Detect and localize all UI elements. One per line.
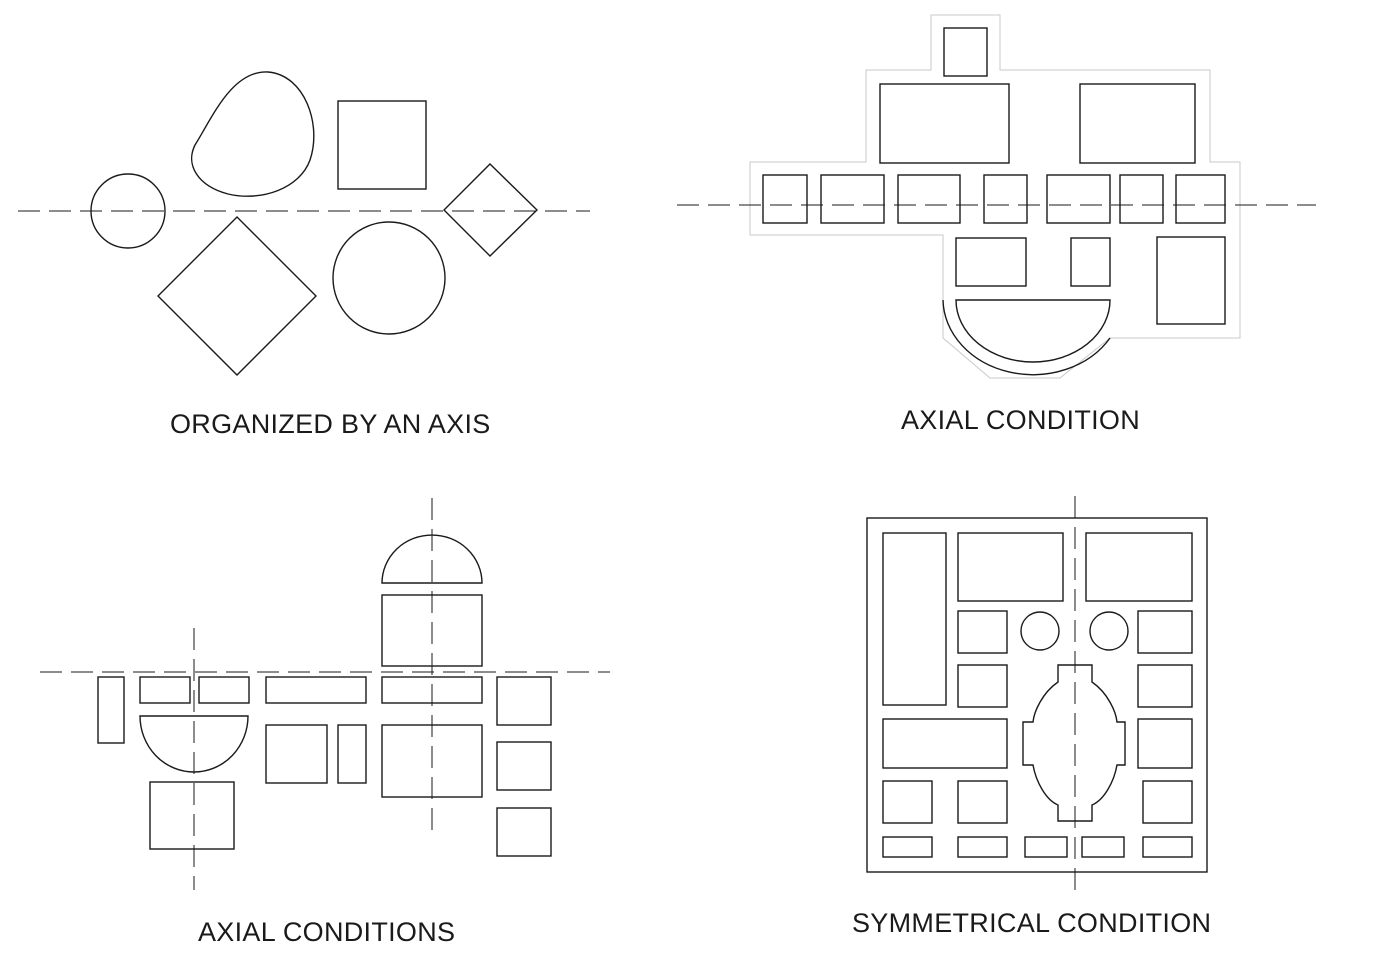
side-room <box>496 807 552 857</box>
caption-axial-conditions: AXIAL CONDITIONS <box>198 917 456 947</box>
bottom-strip-room <box>1081 836 1125 858</box>
upper-room <box>1085 532 1193 602</box>
panel-organized-by-axis <box>18 71 590 376</box>
small-circle <box>90 173 166 249</box>
room <box>265 724 328 784</box>
round-room <box>1020 611 1060 651</box>
square <box>337 100 427 190</box>
upper-room <box>957 532 1064 602</box>
caption-organized-by-axis: ORGANIZED BY AN AXIS <box>170 409 491 439</box>
bottom-strip-room <box>957 836 1008 858</box>
tower-room <box>381 594 483 667</box>
side-room <box>496 676 552 726</box>
room <box>1142 780 1193 824</box>
room <box>337 724 367 784</box>
caption-axial-condition: AXIAL CONDITION <box>901 405 1141 435</box>
axis-room <box>1046 174 1111 224</box>
outer-boundary <box>866 517 1208 873</box>
bottom-strip-room <box>882 836 933 858</box>
axis-room <box>762 174 808 224</box>
organic-blob <box>190 71 315 197</box>
axis-room <box>897 174 961 224</box>
caption-symmetrical-condition: SYMMETRICAL CONDITION <box>852 908 1212 938</box>
upper-left-hall <box>879 83 1010 164</box>
upper-right-hall <box>1079 83 1196 164</box>
top-small-room <box>943 27 988 77</box>
large-circle <box>332 221 446 335</box>
axis-room <box>265 676 367 704</box>
axis-room <box>1175 174 1226 224</box>
half-round-room <box>139 715 249 773</box>
small-diamond <box>443 163 539 257</box>
room <box>1137 718 1193 769</box>
apse-outer-arc <box>942 299 1111 376</box>
bottom-strip-room <box>1024 836 1068 858</box>
panel-symmetrical-condition <box>866 496 1208 892</box>
axis-room <box>139 676 191 704</box>
lower-room <box>1070 237 1111 287</box>
central-room <box>381 724 483 798</box>
dome-semicircle <box>381 534 483 584</box>
panel-axial-condition <box>677 14 1316 379</box>
narrow-room <box>97 676 125 744</box>
wide-room <box>882 718 1008 769</box>
room <box>957 664 1008 708</box>
building-outline <box>749 14 1241 379</box>
tall-left-room <box>882 532 947 706</box>
room <box>1137 664 1193 708</box>
room <box>957 780 1008 824</box>
room <box>882 780 933 824</box>
semicircular-apse <box>955 299 1111 363</box>
side-room <box>496 741 552 791</box>
axis-room <box>820 174 885 224</box>
room <box>1137 610 1193 654</box>
central-oval-hall <box>1022 664 1126 822</box>
round-room <box>1089 611 1129 651</box>
bottom-strip-room <box>1142 836 1193 858</box>
lower-right-room <box>1156 236 1226 325</box>
axis-room <box>198 676 250 704</box>
axis-room <box>1119 174 1164 224</box>
axis-room <box>983 174 1028 224</box>
axis-room <box>381 676 483 704</box>
large-diamond <box>157 216 317 376</box>
panel-axial-conditions <box>40 498 610 890</box>
lower-room <box>149 781 235 850</box>
room <box>957 610 1008 654</box>
lower-room <box>955 237 1027 287</box>
